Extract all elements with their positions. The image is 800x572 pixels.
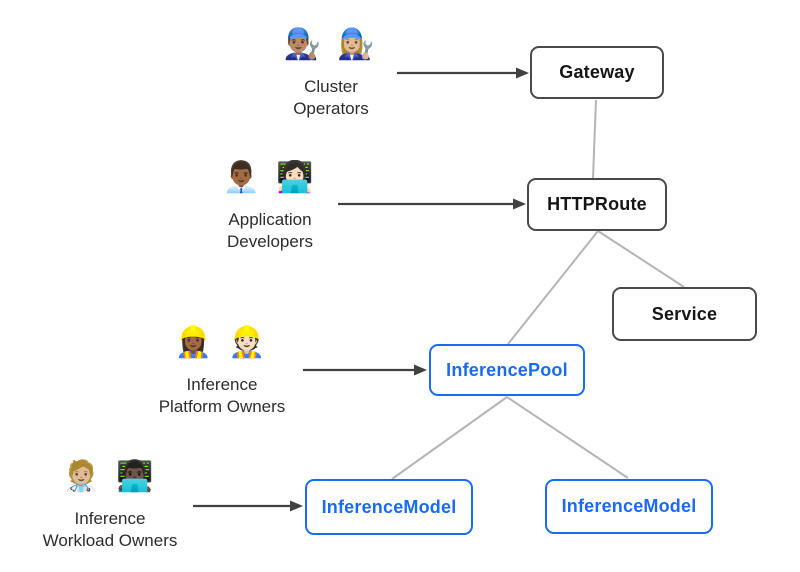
construction-workers-emoji-icon: 👷🏾‍♀️ 👷🏻 xyxy=(174,326,270,359)
node-inferencemodel-right: InferenceModel xyxy=(545,479,713,534)
persona-label-application-developers: Application Developers xyxy=(227,210,313,251)
node-gateway-label: Gateway xyxy=(559,62,635,82)
edge-gateway-httproute xyxy=(592,99,597,179)
node-inferencemodel-left: InferenceModel xyxy=(305,479,473,535)
persona-label-cluster-operators: Cluster Operators xyxy=(293,77,369,118)
persona-label-inference-workload-owners: Inference Workload Owners xyxy=(42,509,178,550)
node-httproute: HTTPRoute xyxy=(527,178,667,231)
node-inferencemodel-left-label: InferenceModel xyxy=(321,496,457,517)
mechanics-emoji-icon: 👨🏽‍🔧 👩🏼‍🔧 xyxy=(283,28,379,61)
health-worker-technologist-emoji-icon: 🧑🏼‍⚕️ 👨🏿‍💻 xyxy=(62,460,158,493)
persona-application-developers: 👨🏾‍💼 👩🏻‍💻 Application Developers xyxy=(160,161,380,253)
node-inferencepool: InferencePool xyxy=(429,344,585,396)
persona-cluster-operators: 👨🏽‍🔧 👩🏼‍🔧 Cluster Operators xyxy=(221,28,441,120)
node-gateway: Gateway xyxy=(530,46,664,99)
edge-inferencepool-inferencemodel-right xyxy=(506,396,629,479)
node-service-label: Service xyxy=(651,303,718,324)
edge-inferencepool-inferencemodel-left xyxy=(391,396,508,480)
node-inferencemodel-right-label: InferenceModel xyxy=(561,496,697,516)
persona-inference-workload-owners: 🧑🏼‍⚕️ 👨🏿‍💻 Inference Workload Owners xyxy=(0,460,220,552)
edge-httproute-inferencepool xyxy=(507,230,599,345)
node-service: Service xyxy=(612,287,757,341)
node-httproute-label: HTTPRoute xyxy=(547,194,647,214)
node-inferencepool-label: InferencePool xyxy=(446,359,568,380)
office-worker-technologist-emoji-icon: 👨🏾‍💼 👩🏻‍💻 xyxy=(222,161,318,194)
persona-label-inference-platform-owners: Inference Platform Owners xyxy=(158,375,286,416)
edge-httproute-service xyxy=(597,230,685,288)
persona-inference-platform-owners: 👷🏾‍♀️ 👷🏻 Inference Platform Owners xyxy=(112,326,332,418)
